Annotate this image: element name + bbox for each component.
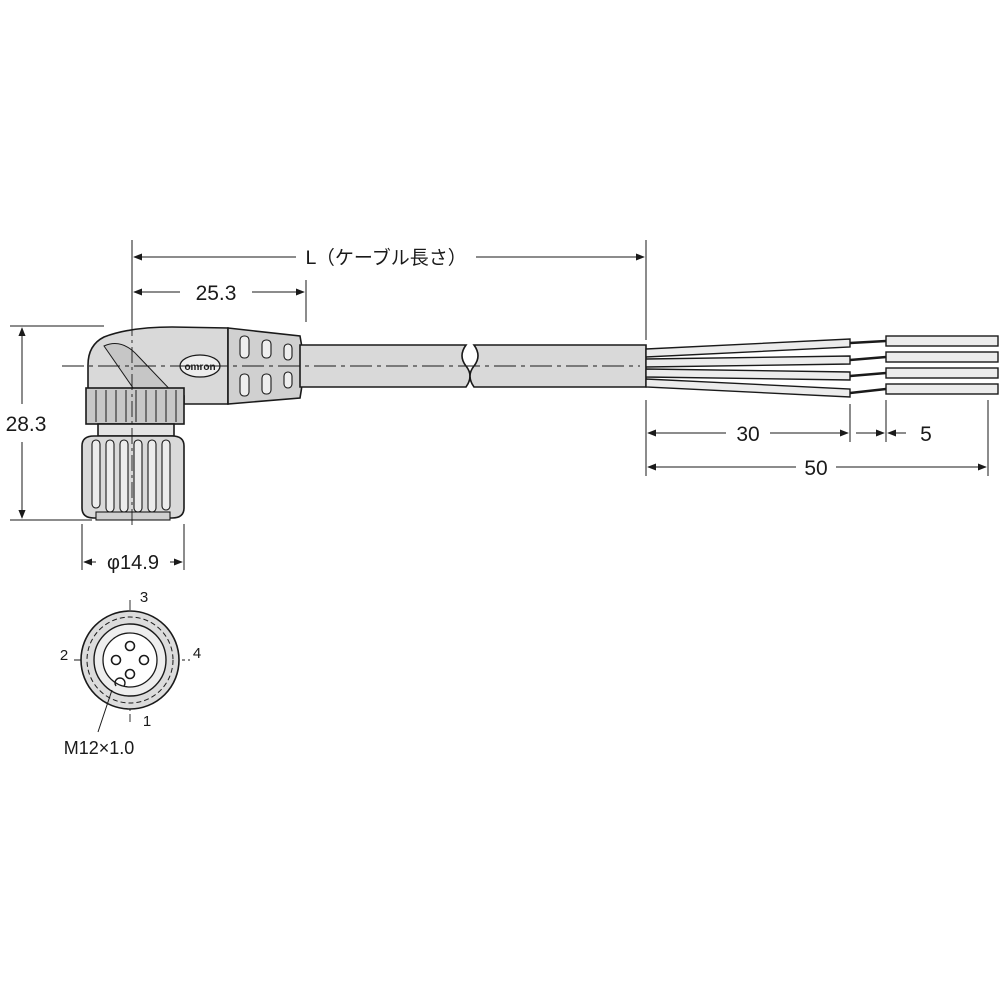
pin-1-socket bbox=[110, 654, 122, 666]
front-insert bbox=[102, 632, 158, 688]
shoulder-knurling bbox=[95, 390, 177, 422]
dim-nut-diameter: φ14.9 bbox=[107, 552, 159, 574]
lead-2 bbox=[645, 355, 851, 368]
dimension-lines bbox=[10, 240, 989, 570]
dim-head-height: 28.3 bbox=[6, 413, 47, 436]
dim-strip-length: 30 bbox=[736, 423, 759, 446]
dim-lead-length: 50 bbox=[804, 457, 827, 480]
pin-label-1: 1 bbox=[143, 713, 151, 730]
dim-cable-length: L（ケーブル長さ） bbox=[305, 246, 466, 269]
nut-knurling bbox=[91, 439, 171, 513]
omron-logo-text: omron bbox=[184, 362, 215, 373]
pin-2-socket bbox=[124, 640, 136, 652]
connector-neck bbox=[97, 423, 175, 437]
lead-4 bbox=[645, 378, 851, 398]
dim-conductor-length: 5 bbox=[920, 423, 932, 446]
connector-side-view: omron bbox=[81, 326, 304, 521]
pin-label-3: 3 bbox=[140, 589, 148, 606]
pin-label-4: 4 bbox=[193, 645, 201, 662]
pin-label-2: 2 bbox=[60, 647, 68, 664]
keyway-icon bbox=[114, 677, 126, 687]
lead-3 bbox=[645, 368, 851, 381]
conductor-crimps bbox=[849, 339, 887, 395]
thread-leader-line bbox=[97, 689, 113, 733]
front-knurl-teeth bbox=[86, 616, 174, 704]
pin-4-socket bbox=[124, 668, 136, 680]
connector-shoulder bbox=[85, 387, 185, 425]
cable-leads bbox=[645, 335, 999, 398]
dim-head-length: 25.3 bbox=[196, 282, 237, 305]
thread-spec: M12×1.0 bbox=[64, 738, 135, 758]
pin-3-socket bbox=[138, 654, 150, 666]
connector-front-view bbox=[74, 600, 190, 733]
strain-relief-slots bbox=[239, 335, 293, 397]
nut-bottom-rim bbox=[95, 511, 171, 521]
cable bbox=[299, 335, 999, 398]
lead-1 bbox=[645, 338, 851, 358]
